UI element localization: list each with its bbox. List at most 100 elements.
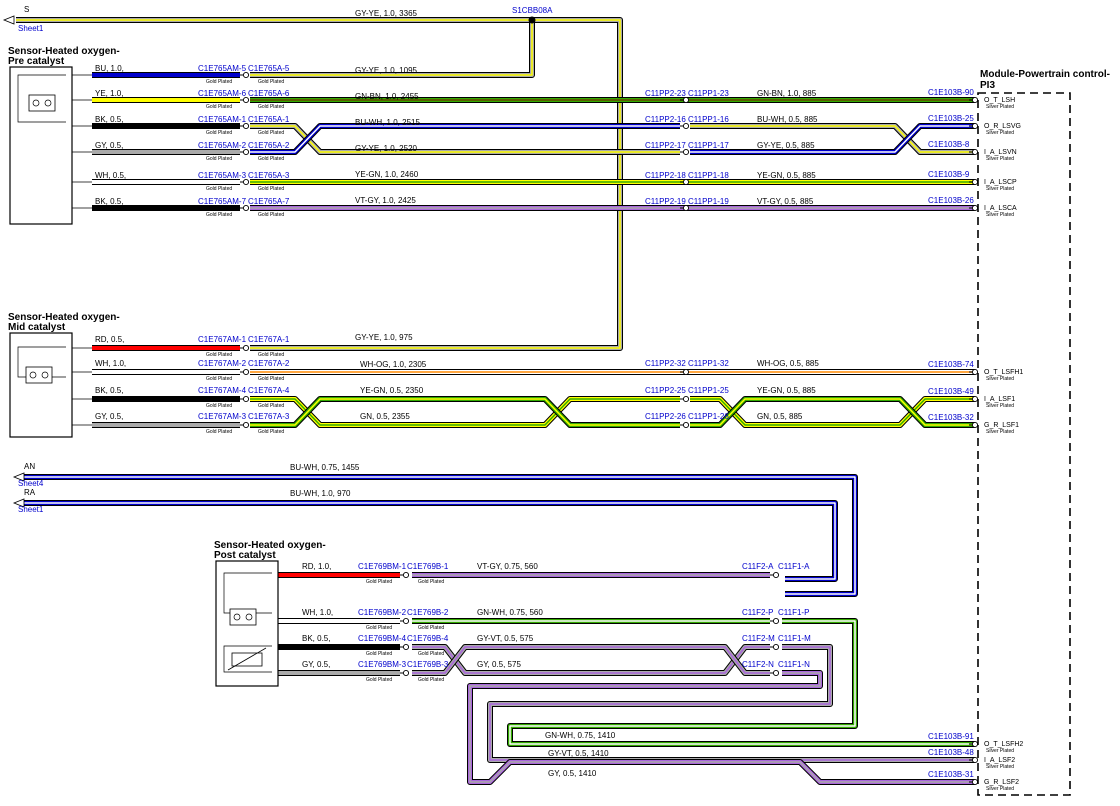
connector-label[interactable]: C1E765AM-7 bbox=[198, 197, 247, 206]
connector-label[interactable]: C11F1-N bbox=[778, 660, 810, 669]
connector-label[interactable]: C11PP2-26 bbox=[645, 412, 686, 421]
connector-label[interactable]: C11F1-M bbox=[778, 634, 811, 643]
plating-note: Gold Plated bbox=[258, 156, 284, 162]
connector-label[interactable]: C11PP2-19 bbox=[645, 197, 686, 206]
connector-label[interactable]: C11PP1-26 bbox=[688, 412, 729, 421]
heater-element-icon bbox=[229, 608, 257, 626]
connector-label[interactable]: C11PP2-18 bbox=[645, 171, 686, 180]
offpage-ra-sheet1[interactable]: RA Sheet1 bbox=[12, 488, 44, 514]
pcm-connector-label[interactable]: C1E103B-31 bbox=[928, 770, 974, 779]
connector-label[interactable]: C11PP1-16 bbox=[688, 115, 729, 124]
pin-socket-icon bbox=[242, 395, 250, 403]
pcm-connector-label[interactable]: C1E103B-48 bbox=[928, 748, 974, 757]
connector-label[interactable]: C1E769B-3 bbox=[407, 660, 449, 669]
connector-label[interactable]: C11PP2-23 bbox=[645, 89, 686, 98]
offpage-sheet-link[interactable]: Sheet4 bbox=[18, 479, 44, 488]
connector-label[interactable]: C1E767AM-3 bbox=[198, 412, 247, 421]
pcm-connector-label[interactable]: C1E103B-74 bbox=[928, 360, 974, 369]
pcm-connector-label[interactable]: C1E103B-9 bbox=[928, 170, 970, 179]
wire-spec: GY-YE, 1.0, 975 bbox=[355, 333, 413, 342]
connector-label[interactable]: C1E767A-2 bbox=[248, 359, 290, 368]
connector-label[interactable]: C1E769BM-3 bbox=[358, 660, 407, 669]
pcm-signal-label: I_A_LSF1 bbox=[984, 396, 1015, 403]
wire-short-spec: RD, 1.0, bbox=[302, 562, 331, 571]
offpage-sheet-link[interactable]: Sheet1 bbox=[18, 505, 44, 514]
pcm-connector-label[interactable]: C1E103B-25 bbox=[928, 114, 974, 123]
pin-socket-icon bbox=[402, 617, 410, 625]
connector-label[interactable]: C11F2-A bbox=[742, 562, 774, 571]
connector-label[interactable]: C11PP2-25 bbox=[645, 386, 686, 395]
connector-label[interactable]: C1E769BM-4 bbox=[358, 634, 407, 643]
connector-label[interactable]: C11PP1-25 bbox=[688, 386, 729, 395]
connector-label[interactable]: C1E765A-2 bbox=[248, 141, 290, 150]
pcm-signal-label: G_R_LSF1 bbox=[984, 422, 1019, 429]
pin-socket-icon bbox=[971, 421, 979, 429]
pcm-connector-label[interactable]: C1E103B-26 bbox=[928, 196, 974, 205]
connector-label[interactable]: C11F1-P bbox=[778, 608, 809, 617]
connector-label[interactable]: C11PP2-17 bbox=[645, 141, 686, 150]
offpage-sheet-link[interactable]: Sheet1 bbox=[18, 24, 44, 33]
connector-label[interactable]: C1E765A-7 bbox=[248, 197, 290, 206]
connector-label[interactable]: C11F2-M bbox=[742, 634, 775, 643]
connector-label[interactable]: C1E769B-1 bbox=[407, 562, 449, 571]
wire-gn-wh-1410-stripe bbox=[509, 620, 975, 745]
connector-label[interactable]: C1E765A-3 bbox=[248, 171, 290, 180]
connector-label[interactable]: C11PP1-19 bbox=[688, 197, 729, 206]
offpage-s-sheet1[interactable]: S Sheet1 bbox=[2, 5, 44, 33]
connector-label[interactable]: C11F2-N bbox=[742, 660, 774, 669]
wire-spec: YE-GN, 1.0, 2460 bbox=[355, 170, 419, 179]
connector-label[interactable]: C11PP2-16 bbox=[645, 115, 686, 124]
connector-label[interactable]: C1E765AM-6 bbox=[198, 89, 247, 98]
wire-short-spec: BK, 0.5, bbox=[95, 386, 123, 395]
connector-label[interactable]: C11PP1-17 bbox=[688, 141, 729, 150]
plating-note: Gold Plated bbox=[258, 186, 284, 192]
connector-label[interactable]: C1E769B-4 bbox=[407, 634, 449, 643]
wire-spec: GY, 0.5, 1410 bbox=[548, 769, 597, 778]
connector-label[interactable]: C1E767AM-2 bbox=[198, 359, 247, 368]
plating-note: Silver Plated bbox=[986, 786, 1014, 792]
plating-note: Gold Plated bbox=[206, 130, 232, 136]
connector-label[interactable]: C1E767A-4 bbox=[248, 386, 290, 395]
pin-socket-icon bbox=[682, 368, 690, 376]
pin-socket-icon bbox=[971, 778, 979, 786]
connector-label[interactable]: C11PP1-18 bbox=[688, 171, 729, 180]
connector-label[interactable]: C1E765A-6 bbox=[248, 89, 290, 98]
connector-label[interactable]: C11PP2-32 bbox=[645, 359, 686, 368]
splice-label[interactable]: S1CBB08A bbox=[512, 6, 553, 15]
connector-label[interactable]: C11PP1-23 bbox=[688, 89, 729, 98]
pin-socket-icon bbox=[242, 71, 250, 79]
connector-label[interactable]: C1E765A-1 bbox=[248, 115, 290, 124]
connector-label[interactable]: C1E767A-1 bbox=[248, 335, 290, 344]
connector-label[interactable]: C1E765AM-2 bbox=[198, 141, 247, 150]
pcm-connector-label[interactable]: C1E103B-49 bbox=[928, 387, 974, 396]
module-title: Module-Powertrain control- bbox=[980, 69, 1110, 80]
connector-label[interactable]: C1E767AM-4 bbox=[198, 386, 247, 395]
connector-label[interactable]: C1E769BM-2 bbox=[358, 608, 407, 617]
wire-spec: BU-WH, 0.5, 885 bbox=[757, 115, 818, 124]
connector-label[interactable]: C11F1-A bbox=[778, 562, 810, 571]
plating-note: Gold Plated bbox=[418, 625, 444, 631]
plating-note: Gold Plated bbox=[206, 429, 232, 435]
connector-label[interactable]: C1E765A-5 bbox=[248, 64, 290, 73]
connector-label[interactable]: C1E769B-2 bbox=[407, 608, 449, 617]
connector-label[interactable]: C1E769BM-1 bbox=[358, 562, 407, 571]
plating-note: Gold Plated bbox=[366, 579, 392, 585]
connector-label[interactable]: C1E767A-3 bbox=[248, 412, 290, 421]
connector-label[interactable]: C11PP1-32 bbox=[688, 359, 729, 368]
connector-label[interactable]: C11F2-P bbox=[742, 608, 773, 617]
pin-socket-icon bbox=[971, 178, 979, 186]
pcm-connector-label[interactable]: C1E103B-91 bbox=[928, 732, 974, 741]
wire-spec: BU-WH, 0.75, 1455 bbox=[290, 463, 360, 472]
connector-label[interactable]: C1E765AM-3 bbox=[198, 171, 247, 180]
connector-label[interactable]: C1E767AM-1 bbox=[198, 335, 247, 344]
wire-spec: GN-BN, 1.0, 2455 bbox=[355, 92, 419, 101]
connector-label[interactable]: C1E765AM-5 bbox=[198, 64, 247, 73]
pcm-connector-label[interactable]: C1E103B-32 bbox=[928, 413, 974, 422]
connector-label[interactable]: C1E765AM-1 bbox=[198, 115, 247, 124]
plating-note: Silver Plated bbox=[986, 764, 1014, 770]
offpage-an-sheet4[interactable]: AN Sheet4 bbox=[12, 462, 44, 488]
pcm-connector-label[interactable]: C1E103B-8 bbox=[928, 140, 970, 149]
pcm-connector-label[interactable]: C1E103B-90 bbox=[928, 88, 974, 97]
